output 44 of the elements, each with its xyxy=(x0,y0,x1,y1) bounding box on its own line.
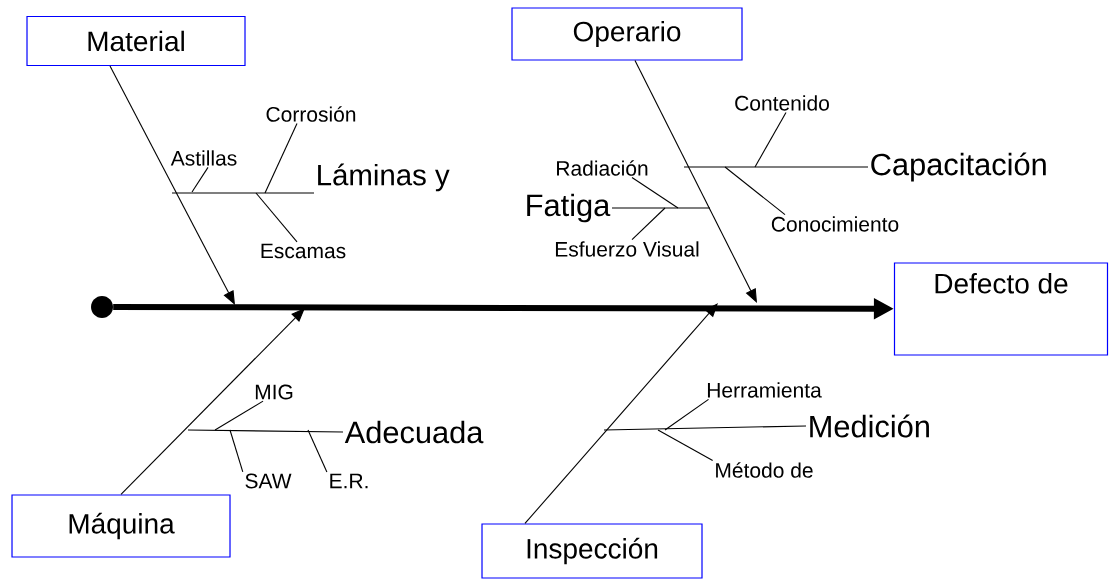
cause-label: Escamas xyxy=(261,243,346,259)
cause-label: SAW xyxy=(245,473,292,489)
cause-label: Conocimiento xyxy=(771,216,899,232)
branch-line xyxy=(229,429,244,473)
cause-label: Capacitación xyxy=(871,152,1046,182)
spine-start-dot xyxy=(91,296,113,318)
effect-box: Defecto de xyxy=(893,262,1109,356)
branch-line xyxy=(603,425,807,431)
branch-line xyxy=(631,177,679,209)
cause-label: Corrosión xyxy=(266,106,356,122)
bone-arrow xyxy=(120,308,305,495)
branch-line xyxy=(191,166,209,193)
branch-line xyxy=(664,398,710,431)
branch-line xyxy=(631,207,666,241)
branch-line xyxy=(264,123,298,194)
cause-label: Medición xyxy=(810,414,929,438)
bone-arrow xyxy=(524,303,718,524)
category-box: Operario xyxy=(511,7,743,61)
cause-label: Astillas xyxy=(170,150,237,166)
branch-line xyxy=(683,166,869,168)
branch-line xyxy=(754,111,787,168)
cause-label: Esfuerzo Visual xyxy=(555,241,699,257)
cause-label: Método de xyxy=(716,462,813,478)
branch-line xyxy=(724,166,786,216)
category-box: Inspección xyxy=(481,523,703,579)
branch-line xyxy=(657,429,714,461)
category-box: Máquina xyxy=(11,494,231,558)
cause-label: Radiación xyxy=(557,160,648,176)
category-box: Material xyxy=(26,15,246,67)
cause-label: Contenido xyxy=(735,95,829,111)
branch-line xyxy=(255,192,298,243)
branch-line xyxy=(187,429,344,433)
bone-arrow xyxy=(109,65,235,305)
branch-line xyxy=(611,207,711,209)
cause-label: Fatiga xyxy=(527,193,611,223)
cause-label: E.R. xyxy=(330,473,368,489)
bone-arrow xyxy=(634,60,757,303)
branch-line xyxy=(307,429,328,473)
cause-label: MIG xyxy=(255,384,293,400)
cause-label: Herramienta xyxy=(707,382,822,398)
branch-line xyxy=(171,192,315,194)
cause-label: Adecuada xyxy=(344,420,484,444)
cause-label: Láminas y xyxy=(318,163,450,192)
branch-line xyxy=(214,400,264,431)
